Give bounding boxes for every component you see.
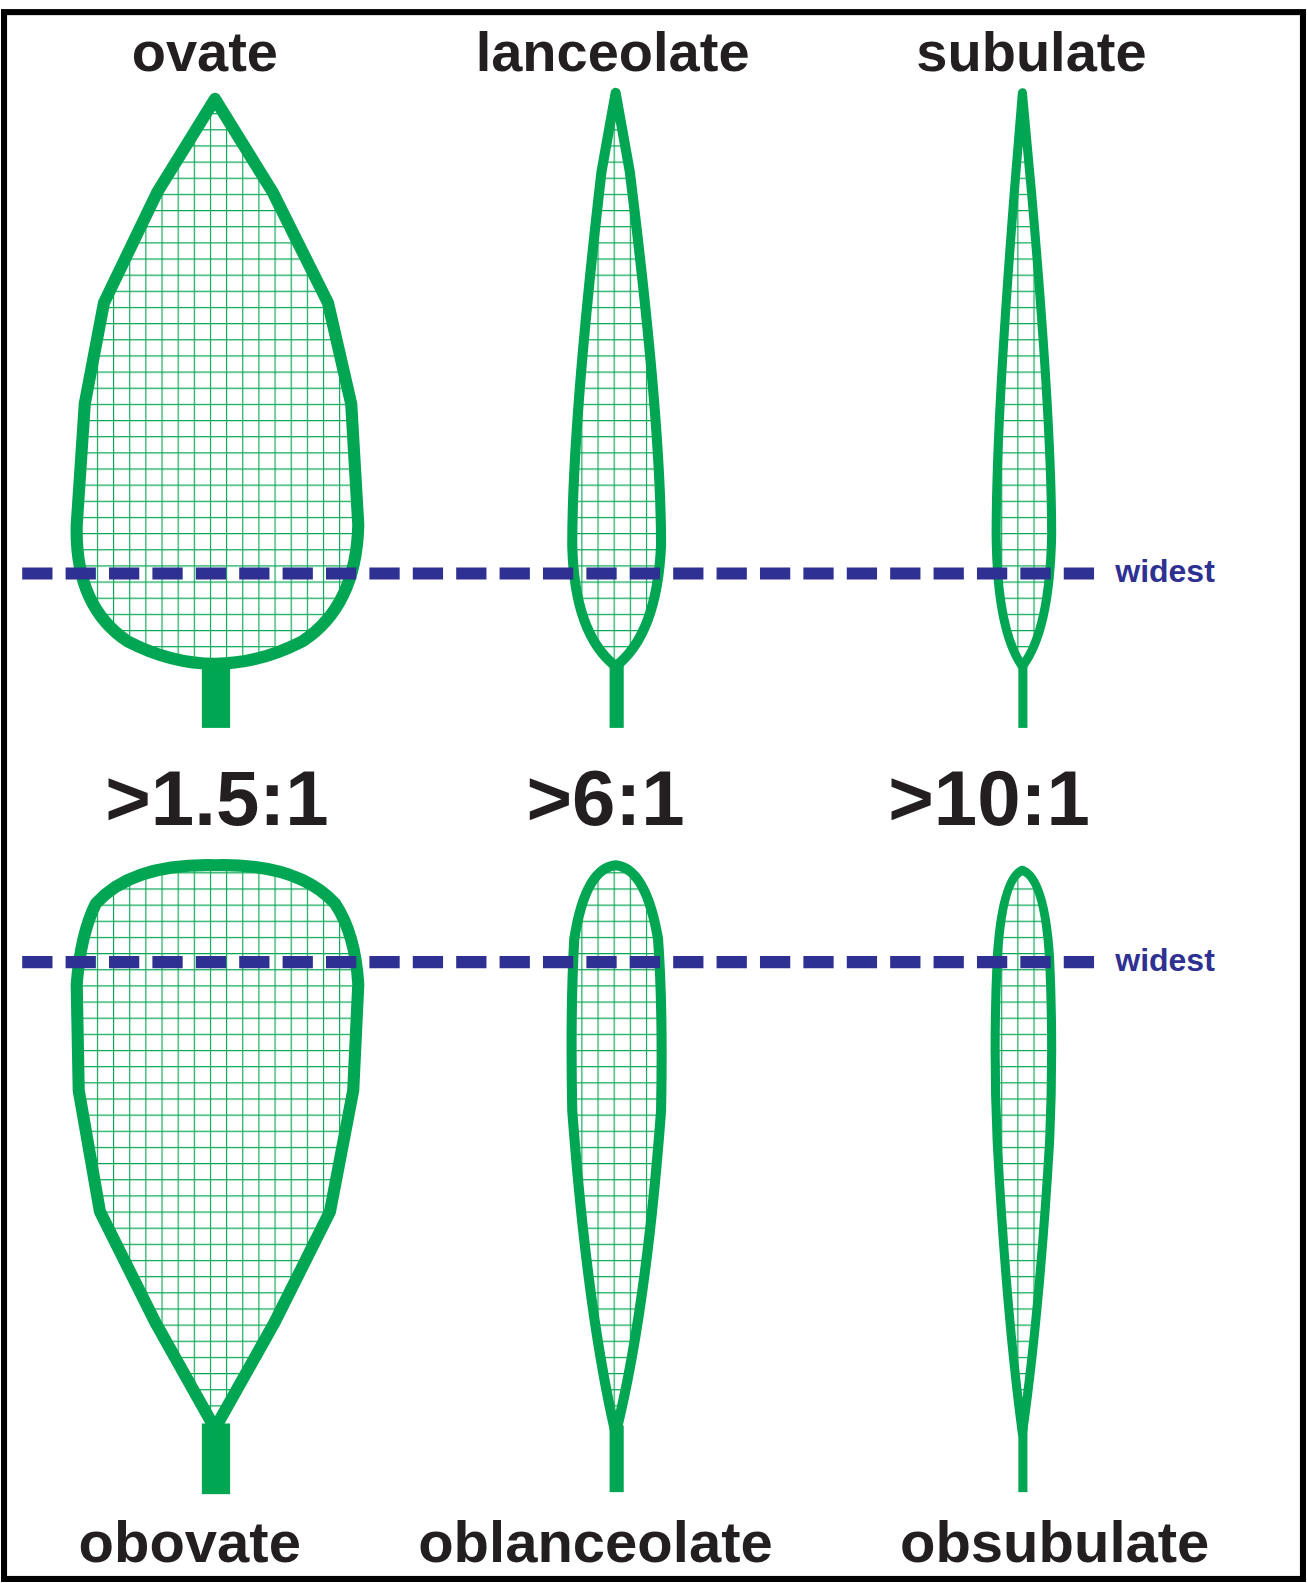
lanceolate-leaf [572,93,661,666]
ratio-label: >1.5:1 [105,759,328,837]
shape-label: oblanceolate [418,1513,773,1571]
widest-line [22,956,1095,968]
petiole [1018,661,1027,728]
ratio-label: >6:1 [526,759,684,837]
widest-label: widest [1115,555,1215,587]
oblanceolate-leaf [572,865,662,1433]
obsubulate-leaf [995,870,1052,1433]
shape-label: subulate [916,24,1146,80]
shape-label: lanceolate [476,24,750,80]
widest-line [22,567,1095,579]
shape-label: ovate [132,24,278,80]
ratio-label: >10:1 [888,759,1090,837]
subulate-leaf [996,93,1052,666]
widest-label: widest [1115,944,1215,976]
shape-label: obsubulate [900,1513,1209,1571]
frame [4,12,1303,1579]
petiole [610,661,624,728]
shape-label: obovate [79,1513,301,1571]
obovate-leaf [77,865,359,1428]
petiole [202,661,230,728]
